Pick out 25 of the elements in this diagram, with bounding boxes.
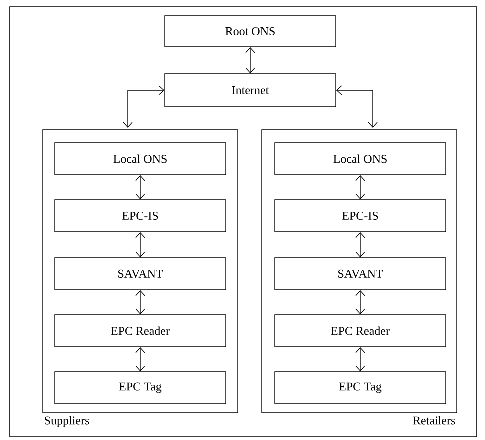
process-box: Local ONS	[54, 142, 226, 176]
arrow	[336, 86, 378, 128]
process-box: EPC Tag	[54, 372, 226, 404]
arrow	[356, 232, 366, 258]
arrow	[356, 290, 366, 315]
process-box: EPC Reader	[54, 314, 226, 348]
process-box: SAVANT	[54, 258, 226, 290]
arrow	[356, 347, 366, 372]
arrow	[136, 175, 146, 200]
process-box: Local ONS	[274, 142, 446, 176]
arrow	[246, 47, 256, 74]
arrow	[356, 175, 366, 200]
arrow	[136, 347, 146, 372]
process-box: Root ONS	[164, 16, 336, 48]
arrow	[136, 290, 146, 315]
node-label: Retailers	[413, 416, 456, 425]
process-box: EPC-IS	[54, 200, 226, 232]
process-box: EPC-IS	[274, 200, 446, 232]
process-box: Internet	[164, 74, 336, 108]
process-box: EPC Reader	[274, 314, 446, 348]
arrow	[136, 232, 146, 258]
process-box: SAVANT	[274, 258, 446, 290]
arrow	[123, 86, 165, 128]
process-box: EPC Tag	[274, 372, 446, 404]
node-label: Suppliers	[45, 416, 90, 428]
